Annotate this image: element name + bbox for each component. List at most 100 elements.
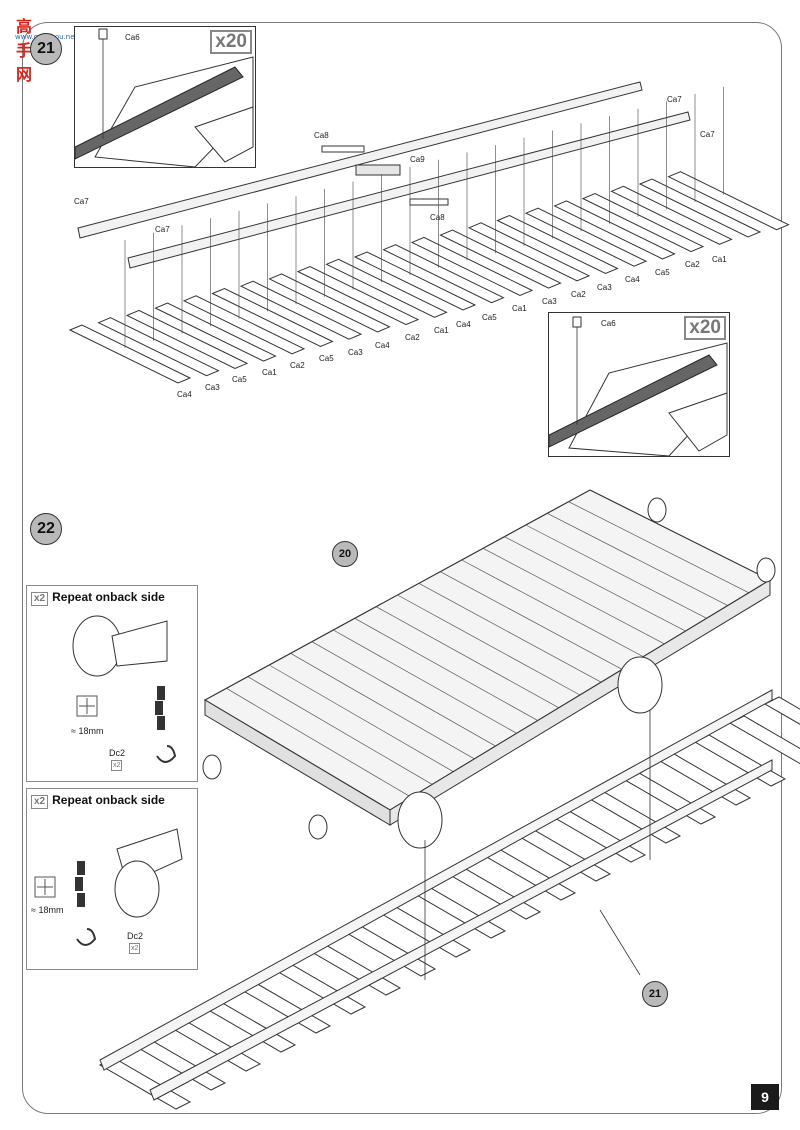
label-ca1-m: Ca1 xyxy=(434,326,449,335)
sleeper xyxy=(553,200,676,260)
label-ca4-r: Ca4 xyxy=(625,275,640,284)
buffer-left-2 xyxy=(308,814,328,840)
rail-ca7-front xyxy=(127,111,691,269)
deck-plank-line xyxy=(247,676,433,785)
sleeper xyxy=(97,317,220,377)
label-ca4-m2: Ca4 xyxy=(375,341,390,350)
page-frame xyxy=(22,22,782,1114)
track-rail-front xyxy=(149,759,773,1101)
label-ca9: Ca9 xyxy=(410,155,425,164)
sleeper xyxy=(496,214,619,275)
panel-top-part: Dc2 xyxy=(109,748,126,758)
callout-part-20: 20 xyxy=(332,541,358,567)
sleeper xyxy=(610,185,733,245)
panel-bottom-part-qty: x2 xyxy=(129,943,141,954)
coupling-drawing-top xyxy=(72,615,177,763)
sleeper xyxy=(467,222,591,282)
deck-plank-line xyxy=(333,629,517,734)
step-21-badge: 21 xyxy=(30,33,62,65)
sleeper xyxy=(581,193,705,253)
label-ca3-r2: Ca3 xyxy=(542,297,557,306)
sleeper xyxy=(524,207,648,267)
sleeper xyxy=(296,266,420,326)
chair-detail-drawing-top xyxy=(75,28,254,167)
label-ca8-bottom: Ca8 xyxy=(430,213,445,222)
sleeper xyxy=(68,324,192,384)
inset-multiplier-top: x20 xyxy=(210,30,252,54)
label-ca3-m: Ca3 xyxy=(348,348,363,357)
label-ca1-r: Ca1 xyxy=(712,255,727,264)
watermark-title: 高手网 xyxy=(16,17,34,84)
sleeper xyxy=(667,171,790,231)
step-22-badge: 22 xyxy=(30,513,62,545)
panel-top-title: Repeat onback side xyxy=(52,590,165,604)
panel-bottom-measure: ≈ 18mm xyxy=(31,905,64,915)
deck-plank-line xyxy=(568,501,750,594)
inset-chair-detail-top: x20 Ca6 xyxy=(74,26,256,168)
wheel-front xyxy=(397,791,443,849)
inset-part-label-bottom: Ca6 xyxy=(601,319,616,328)
sleeper xyxy=(239,280,363,340)
label-ca3-r: Ca3 xyxy=(597,283,612,292)
sleeper xyxy=(268,273,391,333)
panel-bottom-part: Dc2 xyxy=(127,931,144,941)
panel-bottom-multiplier: x2 xyxy=(31,795,49,809)
label-ca5-m2: Ca5 xyxy=(319,354,334,363)
wheel-rear xyxy=(617,656,663,714)
label-ca7-top-right: Ca7 xyxy=(667,95,682,104)
inset-part-label-top: Ca6 xyxy=(125,33,140,42)
guide-line-3 xyxy=(599,909,641,976)
buffer-right-2 xyxy=(756,557,776,583)
callout-part-21: 21 xyxy=(642,981,668,1007)
part-ca9 xyxy=(355,164,401,176)
sleeper xyxy=(382,244,505,304)
panel-top-measure: ≈ 18mm xyxy=(71,726,104,736)
track-rail-back xyxy=(99,689,773,1071)
wagon-planks xyxy=(226,501,750,798)
inset-chair-detail-bottom: x20 Ca6 xyxy=(548,312,730,457)
deck-plank-line xyxy=(482,548,665,645)
panel-top-part-qty: x2 xyxy=(111,760,123,771)
label-ca2-l: Ca2 xyxy=(290,361,305,370)
sleeper xyxy=(154,302,277,362)
label-ca7-left-2: Ca7 xyxy=(155,225,170,234)
label-ca7-left: Ca7 xyxy=(74,197,89,206)
deck-plank-line xyxy=(268,664,454,772)
sleeper xyxy=(211,287,334,348)
deck-plank-line xyxy=(226,688,412,798)
placement-arrows xyxy=(124,86,724,348)
wagon-side-right xyxy=(389,579,771,826)
label-ca2-m: Ca2 xyxy=(405,333,420,342)
track-sleeper xyxy=(763,696,800,725)
label-ca2-r: Ca2 xyxy=(685,260,700,269)
deck-plank-line xyxy=(525,524,707,619)
sleeper xyxy=(182,295,306,355)
label-ca5-r: Ca5 xyxy=(655,268,670,277)
step-21-diagram xyxy=(68,81,790,384)
label-ca7-right: Ca7 xyxy=(700,130,715,139)
chair-detail-drawing-bottom xyxy=(549,316,728,456)
deck-plank-line xyxy=(461,559,644,657)
deck-plank-line xyxy=(290,653,475,760)
label-ca1-l: Ca1 xyxy=(262,368,277,377)
sleeper xyxy=(410,236,534,296)
deck-plank-line xyxy=(418,583,602,683)
deck-plank-line xyxy=(354,618,538,721)
deck-plank-line xyxy=(440,571,623,670)
deck-plank-line xyxy=(504,536,686,632)
label-ca3-l: Ca3 xyxy=(205,383,220,392)
rail-ca7-back xyxy=(77,81,643,239)
step-22-diagram xyxy=(98,489,800,1110)
deck-plank-line xyxy=(375,606,560,709)
sleeper xyxy=(325,258,448,318)
label-ca2-r2: Ca2 xyxy=(571,290,586,299)
label-ca4-l: Ca4 xyxy=(177,390,192,399)
label-ca8-top: Ca8 xyxy=(314,131,329,140)
label-ca4-m: Ca4 xyxy=(456,320,471,329)
inset-multiplier-bottom: x20 xyxy=(684,316,726,340)
sleeper-row xyxy=(68,171,790,384)
